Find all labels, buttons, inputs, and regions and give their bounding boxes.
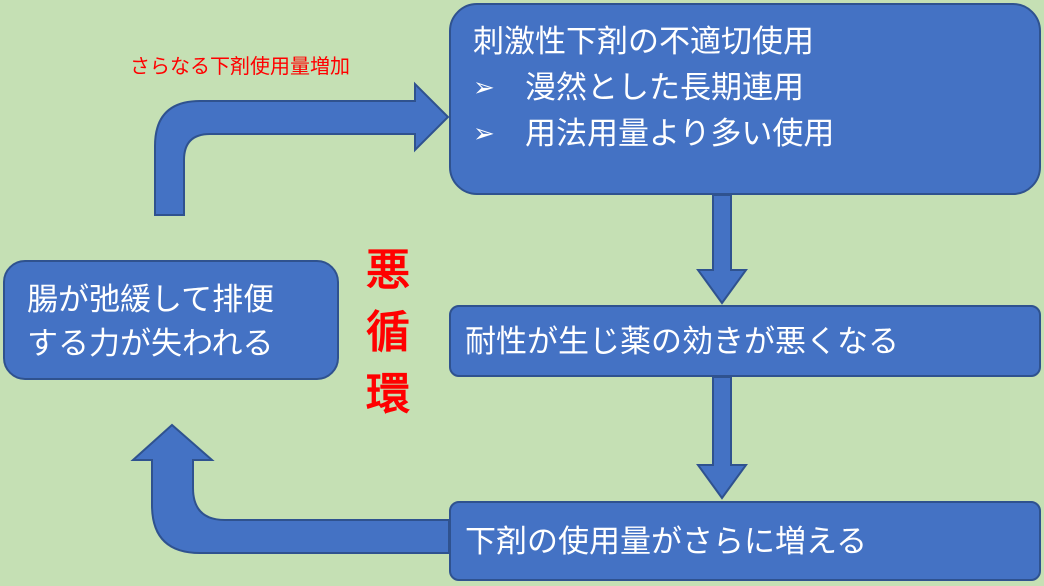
dosage-increase-text: 下剤の使用量がさらに増える: [465, 524, 868, 560]
bullet-arrow-icon: ➢: [473, 119, 495, 149]
tolerance-text: 耐性が生じ薬の効きが悪くなる: [465, 324, 899, 360]
curved-arrow-bottom: [130, 423, 450, 554]
list-item: ➢ 漫然とした長期連用: [473, 65, 1017, 111]
bowel-relaxation-box: 腸が弛緩して排便 する力が失われる: [3, 260, 339, 380]
inappropriate-use-title: 刺激性下剤の不適切使用: [473, 24, 814, 60]
dosage-increase-box: 下剤の使用量がさらに増える: [449, 501, 1041, 581]
bowel-relaxation-line-1: 腸が弛緩して排便: [27, 282, 275, 318]
tolerance-box: 耐性が生じ薬の効きが悪くなる: [449, 305, 1041, 377]
bowel-relaxation-line-2: する力が失われる: [27, 326, 274, 362]
list-item: ➢ 用法用量より多い使用: [473, 111, 1017, 157]
curved-arrow-top: [154, 81, 450, 216]
bullet-arrow-icon: ➢: [473, 73, 495, 103]
list-item-text: 漫然とした長期連用: [525, 70, 804, 106]
inappropriate-use-box: 刺激性下剤の不適切使用 ➢ 漫然とした長期連用 ➢ 用法用量より多い使用: [449, 3, 1041, 195]
vicious-cycle-char: 循: [366, 307, 410, 358]
list-item-text: 用法用量より多い使用: [525, 116, 835, 152]
vicious-cycle-char: 悪: [366, 245, 410, 296]
inappropriate-use-list: ➢ 漫然とした長期連用 ➢ 用法用量より多い使用: [473, 65, 1017, 157]
vicious-cycle-char: 環: [366, 369, 410, 420]
increase-arrow-label: さらなる下剤使用量増加: [130, 54, 350, 78]
down-arrow-2: [696, 376, 748, 500]
down-arrow-1: [696, 194, 748, 305]
vicious-cycle-label: 悪 循 環: [358, 240, 418, 426]
